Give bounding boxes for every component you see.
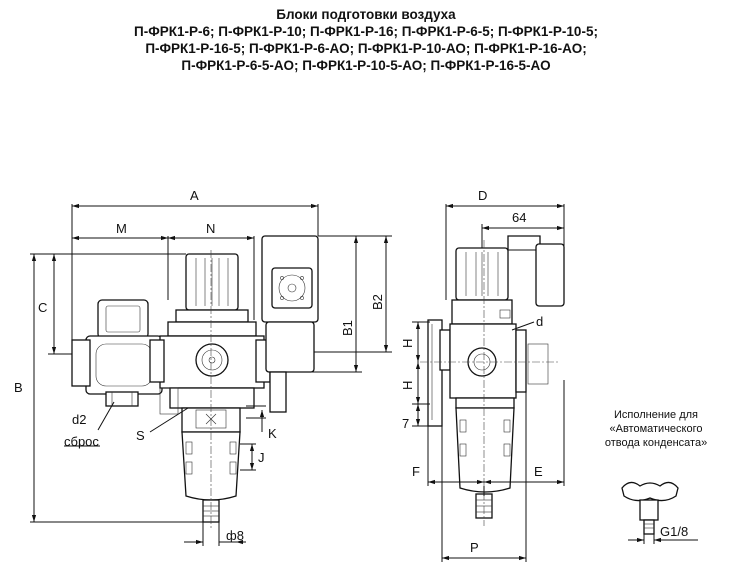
dim-B2: B2 [370, 294, 385, 310]
drawing-title: Блоки подготовки воздуха П-ФРК1-Р-6; П-Ф… [0, 6, 732, 74]
dim-D: D [478, 188, 487, 203]
dim-64: 64 [512, 210, 526, 225]
label-g18: G1/8 [660, 524, 688, 539]
auto-drain-detail: G1/8 [621, 481, 698, 544]
title-line-2: П-ФРК1-Р-6; П-ФРК1-Р-10; П-ФРК1-Р-16; П-… [134, 24, 598, 39]
dim-F: F [412, 464, 420, 479]
title-line-1: Блоки подготовки воздуха [276, 7, 456, 22]
dim-d: d [536, 314, 543, 329]
dim-7: 7 [402, 416, 409, 431]
dim-H-upper: H [400, 339, 415, 348]
auto-drain-note: Исполнение для «Автоматического отвода к… [586, 408, 726, 450]
note-line-1: Исполнение для [613, 409, 699, 421]
front-view: A M N B C B1 B2 [14, 188, 392, 546]
dim-K: K [268, 426, 277, 441]
note-line-2: «Автоматического [609, 423, 703, 435]
dim-S: S [136, 428, 145, 443]
dim-E: E [534, 464, 543, 479]
dim-C: C [38, 300, 47, 315]
side-view: D 64 [400, 188, 565, 562]
dim-M: M [116, 221, 127, 236]
dim-A: A [190, 188, 199, 203]
dim-P: P [470, 540, 479, 555]
title-line-4: П-ФРК1-Р-6-5-АО; П-ФРК1-Р-10-5-АО; П-ФРК… [181, 58, 551, 73]
title-line-3: П-ФРК1-Р-16-5; П-ФРК1-Р-6-АО; П-ФРК1-Р-1… [145, 41, 587, 56]
dim-d2: d2 [72, 412, 86, 427]
dim-B1: B1 [340, 320, 355, 336]
label-sbros: сброс [64, 434, 99, 449]
note-line-3: отвода конденсата» [604, 437, 708, 449]
dim-B: B [14, 380, 23, 395]
dim-N: N [206, 221, 215, 236]
dim-H-lower: H [400, 381, 415, 390]
dim-J: J [258, 450, 265, 465]
dim-phi8: ф8 [226, 528, 244, 543]
